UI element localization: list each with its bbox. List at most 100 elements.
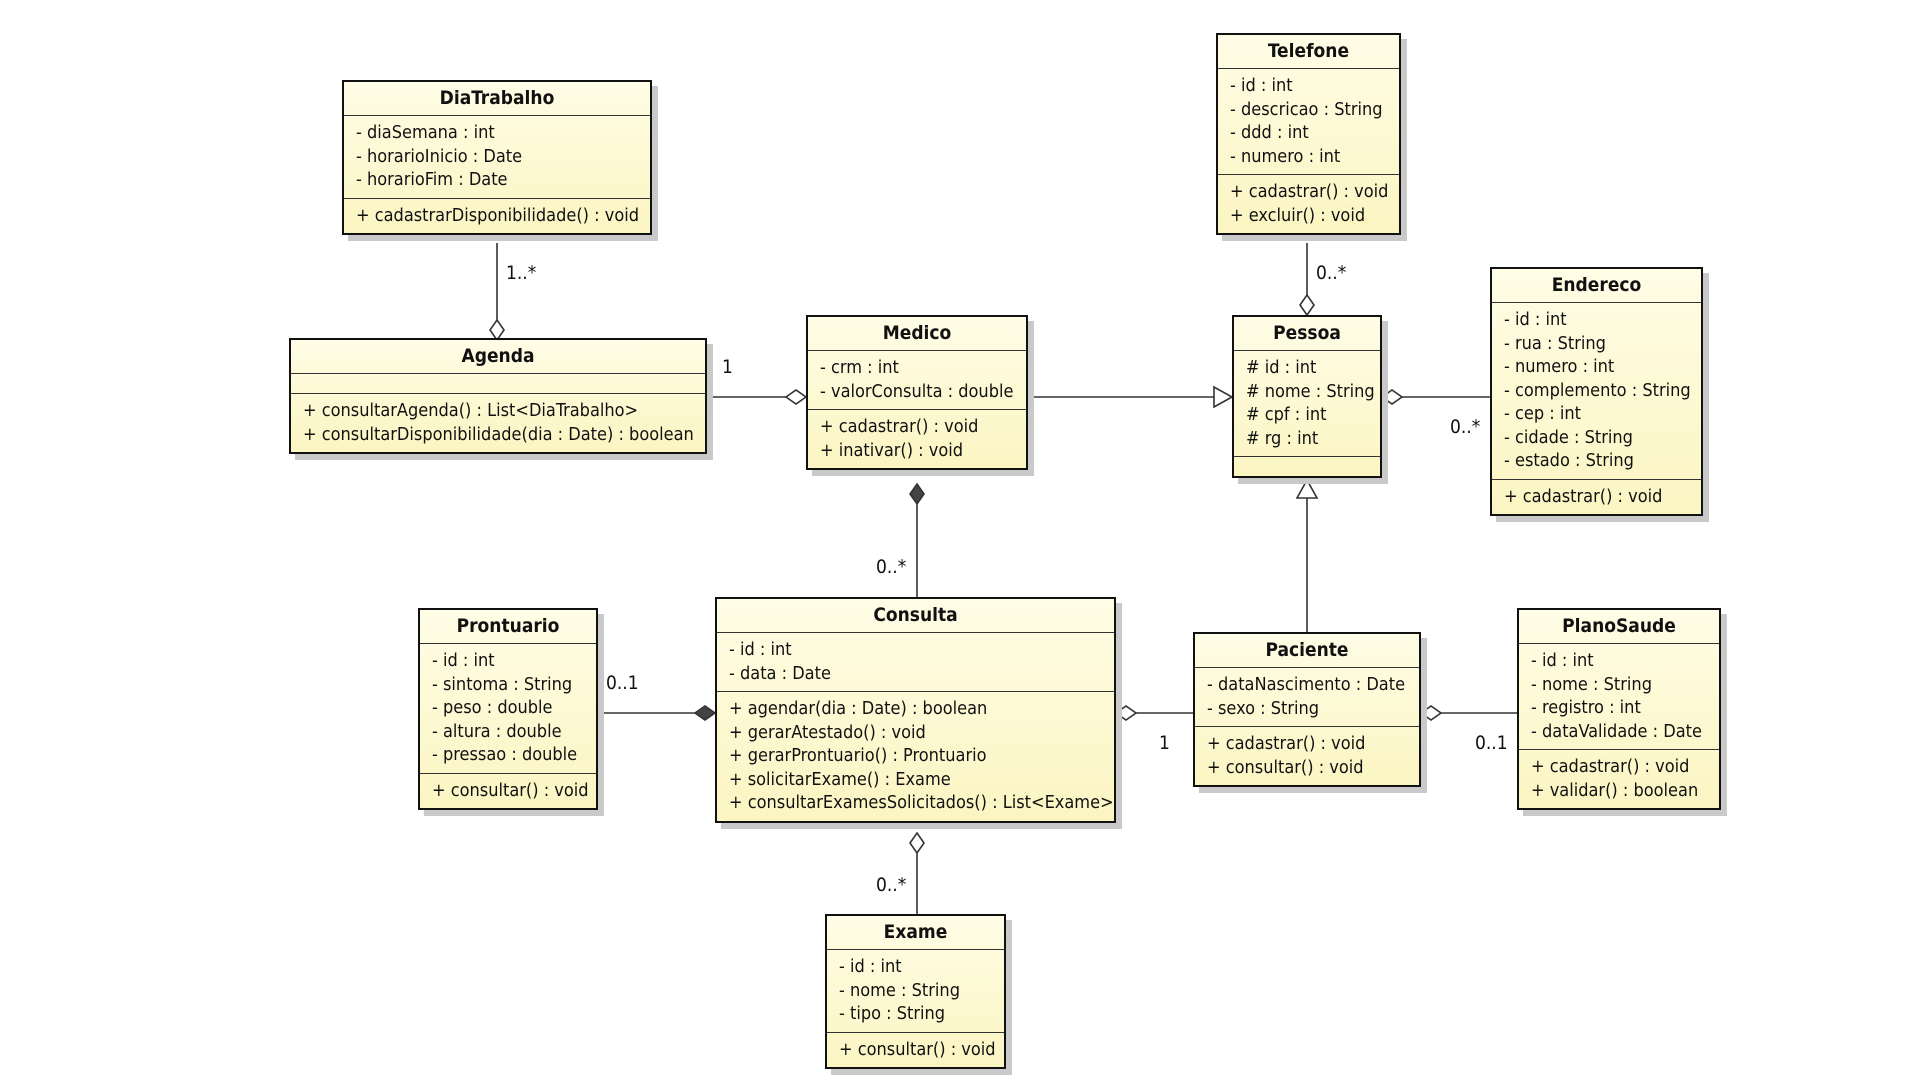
operations-section (1234, 456, 1380, 476)
attribute: # nome : String (1246, 380, 1375, 402)
class-medico[interactable]: Medico- crm : int- valorConsulta : doubl… (806, 315, 1028, 470)
operation: + inativar() : void (820, 439, 964, 461)
multiplicity-label: 1 (722, 356, 733, 378)
operation: + consultar() : void (432, 779, 589, 801)
aggregation-marker (1419, 705, 1443, 721)
attribute: - complemento : String (1504, 379, 1691, 401)
operation: + validar() : boolean (1531, 779, 1699, 801)
multiplicity-label: 0..* (1316, 262, 1347, 284)
operations-section: + cadastrar() : void+ excluir() : void (1218, 174, 1399, 233)
attribute: # cpf : int (1246, 404, 1327, 425)
attribute: - numero : int (1504, 356, 1615, 377)
operations-section: + cadastrarDisponibilidade() : void (344, 197, 650, 234)
attribute: - dataNascimento : Date (1207, 674, 1406, 695)
operation: + cadastrar() : void (1504, 485, 1663, 507)
aggregation-marker (1380, 389, 1404, 405)
aggregation-marker (909, 831, 925, 855)
attribute: - valorConsulta : double (820, 380, 1014, 402)
aggregation-marker (1114, 705, 1138, 721)
attribute: - altura : double (432, 720, 562, 742)
class-name: Agenda (291, 340, 705, 374)
aggregation-marker (784, 389, 808, 405)
class-prontuario[interactable]: Prontuario- id : int- sintoma : String- … (418, 608, 598, 810)
class-agenda[interactable]: Agenda + consultarAgenda() : List<DiaTrab… (289, 338, 707, 454)
attribute: - nome : String (1531, 673, 1652, 695)
operation: + consultarDisponibilidade(dia : Date) :… (303, 423, 694, 445)
operation: + agendar(dia : Date) : boolean (729, 698, 988, 719)
generalization-marker (1213, 385, 1234, 409)
attribute: - id : int (839, 956, 902, 977)
operations-section: + cadastrar() : void+ consultar() : void (1195, 726, 1419, 785)
multiplicity-label: 0..* (876, 556, 907, 578)
attributes-section: - dataNascimento : Date- sexo : String (1195, 668, 1419, 726)
attribute: - id : int (729, 639, 792, 660)
operation: + cadastrar() : void (820, 416, 979, 437)
attribute: - ddd : int (1230, 122, 1309, 143)
operations-section: + consultar() : void (420, 772, 596, 809)
class-exame[interactable]: Exame- id : int- nome : String- tipo : S… (825, 914, 1006, 1069)
operation: + cadastrar() : void (1207, 733, 1366, 754)
class-name: Telefone (1218, 35, 1399, 69)
attribute: - tipo : String (839, 1003, 946, 1024)
operation: + solicitarExame() : Exame (729, 768, 951, 790)
attribute: # rg : int (1246, 427, 1319, 449)
class-diatrabalho[interactable]: DiaTrabalho- diaSemana : int- horarioIni… (342, 80, 652, 235)
multiplicity-label: 0..1 (606, 672, 639, 694)
attribute: - cep : int (1504, 403, 1581, 424)
operations-section: + cadastrar() : void+ inativar() : void (808, 409, 1026, 468)
class-endereco[interactable]: Endereco- id : int- rua : String- numero… (1490, 267, 1703, 516)
attribute: - horarioInicio : Date (356, 145, 523, 167)
operation: + cadastrar() : void (1230, 181, 1389, 202)
class-planosaude[interactable]: PlanoSaude- id : int- nome : String- reg… (1517, 608, 1721, 810)
class-name: Endereco (1492, 269, 1701, 303)
attribute: - estado : String (1504, 450, 1634, 471)
attributes-section: - id : int- nome : String- tipo : String (827, 950, 1004, 1032)
multiplicity-label: 1 (1159, 732, 1170, 754)
attribute: - id : int (1531, 650, 1594, 671)
operations-section: + consultar() : void (827, 1031, 1004, 1068)
attribute: - id : int (1504, 309, 1567, 330)
operation: + consultarAgenda() : List<DiaTrabalho> (303, 400, 639, 421)
class-pessoa[interactable]: Pessoa# id : int# nome : String# cpf : i… (1232, 315, 1382, 478)
multiplicity-label: 0..* (1450, 416, 1481, 438)
composition-marker (693, 705, 717, 721)
generalization-marker (1295, 478, 1319, 499)
attribute: - data : Date (729, 662, 831, 684)
class-name: Exame (827, 916, 1004, 950)
attributes-section: - id : int- rua : String- numero : int- … (1492, 303, 1701, 479)
class-name: Paciente (1195, 634, 1419, 668)
operation: + gerarProntuario() : Prontuario (729, 745, 987, 766)
attribute: - diaSemana : int (356, 122, 495, 143)
attributes-section: - id : int- sintoma : String- peso : dou… (420, 644, 596, 773)
attributes-section: - crm : int- valorConsulta : double (808, 351, 1026, 409)
class-name: Medico (808, 317, 1026, 351)
operation: + consultar() : void (839, 1038, 996, 1060)
aggregation-marker (489, 318, 505, 342)
class-name: Prontuario (420, 610, 596, 644)
attributes-section: - diaSemana : int- horarioInicio : Date-… (344, 116, 650, 198)
class-paciente[interactable]: Paciente- dataNascimento : Date- sexo : … (1193, 632, 1421, 787)
operation: + consultar() : void (1207, 756, 1364, 778)
attributes-section: - id : int- data : Date (717, 633, 1114, 691)
class-telefone[interactable]: Telefone- id : int- descricao : String- … (1216, 33, 1401, 235)
operations-section: + agendar(dia : Date) : boolean+ gerarAt… (717, 691, 1114, 821)
class-name: DiaTrabalho (344, 82, 650, 116)
class-name: PlanoSaude (1519, 610, 1719, 644)
attribute: - sexo : String (1207, 697, 1320, 719)
multiplicity-label: 0..* (876, 874, 907, 896)
attribute: - cidade : String (1504, 426, 1633, 448)
attribute: - sintoma : String (432, 673, 573, 695)
class-name: Consulta (717, 599, 1114, 633)
attribute: - id : int (432, 650, 495, 671)
operations-section: + cadastrar() : void (1492, 478, 1701, 515)
class-consulta[interactable]: Consulta- id : int- data : Date+ agendar… (715, 597, 1116, 823)
aggregation-marker (1299, 293, 1315, 317)
operations-section: + cadastrar() : void+ validar() : boolea… (1519, 749, 1719, 808)
attribute: - rua : String (1504, 332, 1606, 354)
multiplicity-label: 1..* (506, 262, 537, 284)
operation: + cadastrarDisponibilidade() : void (356, 204, 640, 226)
operation: + cadastrar() : void (1531, 756, 1690, 777)
composition-marker (909, 482, 925, 506)
